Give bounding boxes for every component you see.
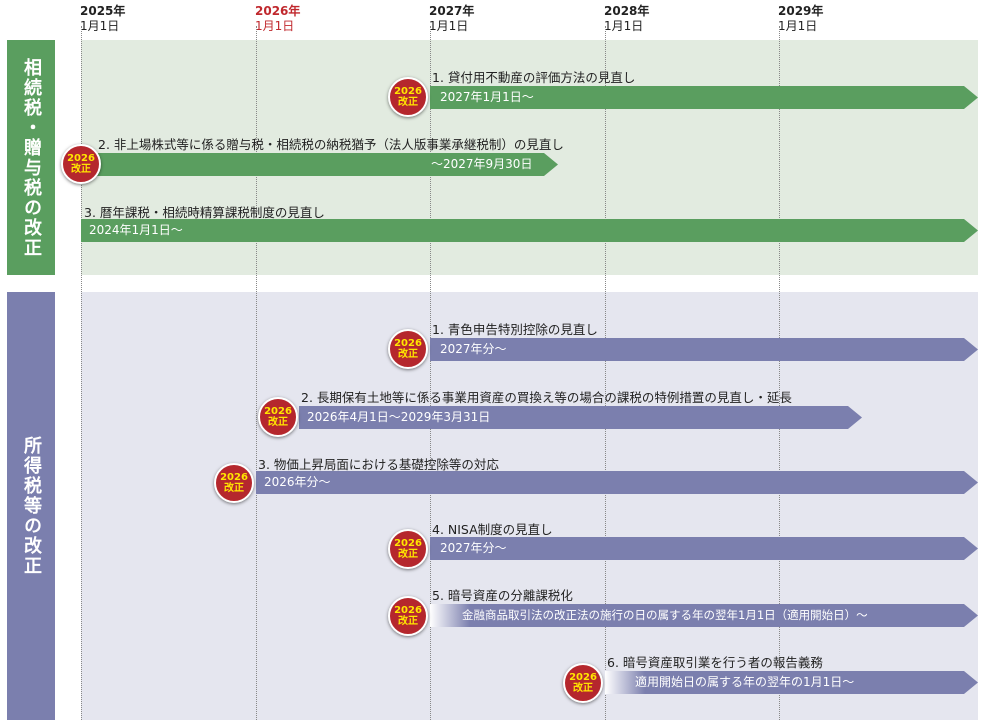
- gridline: [605, 26, 606, 720]
- timeline-bar: 適用開始日の属する年の翌年の1月1日～: [605, 671, 978, 694]
- date-label: 1月1日: [255, 19, 295, 33]
- timeline-bar: 金融商品取引法の改正法の施行の日の属する年の翌年1月1日（適用開始日）～: [430, 604, 978, 627]
- date-label: 1月1日: [80, 19, 120, 33]
- timeline-bar: ～2027年9月30日: [81, 153, 558, 176]
- badge-label: 改正: [224, 483, 244, 494]
- badge-year: 2026: [220, 472, 248, 483]
- item-title: 6. 暗号資産取引業を行う者の報告義務: [607, 655, 823, 670]
- gridline: [256, 26, 257, 720]
- item-title: 1. 貸付用不動産の評価方法の見直し: [432, 70, 636, 85]
- item-title: 3. 物価上昇局面における基礎控除等の対応: [258, 457, 499, 472]
- badge-year: 2026: [394, 605, 422, 616]
- timeline-bar: 2026年分～: [256, 471, 978, 494]
- item-title: 2. 長期保有土地等に係る事業用資産の買換え等の場合の課税の特例措置の見直し・延…: [301, 390, 792, 405]
- badge-year: 2026: [264, 406, 292, 417]
- date-label: 1月1日: [429, 19, 469, 33]
- date-label: 1月1日: [604, 19, 644, 33]
- badge-year: 2026: [394, 338, 422, 349]
- year-label: 2027年: [429, 4, 475, 18]
- timeline-bar: 2027年1月1日～: [430, 86, 978, 109]
- badge-year: 2026: [394, 538, 422, 549]
- badge-year: 2026: [569, 672, 597, 683]
- item-title: 5. 暗号資産の分離課税化: [432, 588, 573, 603]
- year-label: 2029年: [778, 4, 824, 18]
- badge-label: 改正: [398, 616, 418, 627]
- timeline-bar: 2026年4月1日～2029年3月31日: [299, 406, 862, 429]
- badge-label: 改正: [398, 349, 418, 360]
- badge-label: 改正: [268, 417, 288, 428]
- timeline-bar: 2027年分～: [430, 537, 978, 560]
- badge-year: 2026: [67, 153, 95, 164]
- gridline: [430, 26, 431, 720]
- badge-year: 2026: [394, 86, 422, 97]
- item-title: 2. 非上場株式等に係る贈与税・相続税の納税猶予（法人版事業承継税制）の見直し: [98, 137, 564, 152]
- inheritance-section-label: 相続税・贈与税の改正: [7, 40, 55, 275]
- timeline-bar: 2027年分～: [430, 338, 978, 361]
- badge-label: 改正: [71, 164, 91, 175]
- badge-label: 改正: [398, 549, 418, 560]
- timeline-bar: 2024年1月1日～: [81, 219, 978, 242]
- year-label: 2028年: [604, 4, 650, 18]
- gridline: [779, 26, 780, 720]
- year-label: 2026年: [255, 4, 301, 18]
- badge-label: 改正: [398, 97, 418, 108]
- year-label: 2025年: [80, 4, 126, 18]
- gridline: [81, 26, 82, 720]
- item-title: 1. 青色申告特別控除の見直し: [432, 322, 598, 337]
- income-section-label: 所得税等の改正: [7, 292, 55, 720]
- badge-label: 改正: [573, 683, 593, 694]
- income-panel: [81, 292, 978, 720]
- item-title: 4. NISA制度の見直し: [432, 522, 553, 537]
- date-label: 1月1日: [778, 19, 818, 33]
- item-title: 3. 暦年課税・相続時精算課税制度の見直し: [84, 205, 325, 220]
